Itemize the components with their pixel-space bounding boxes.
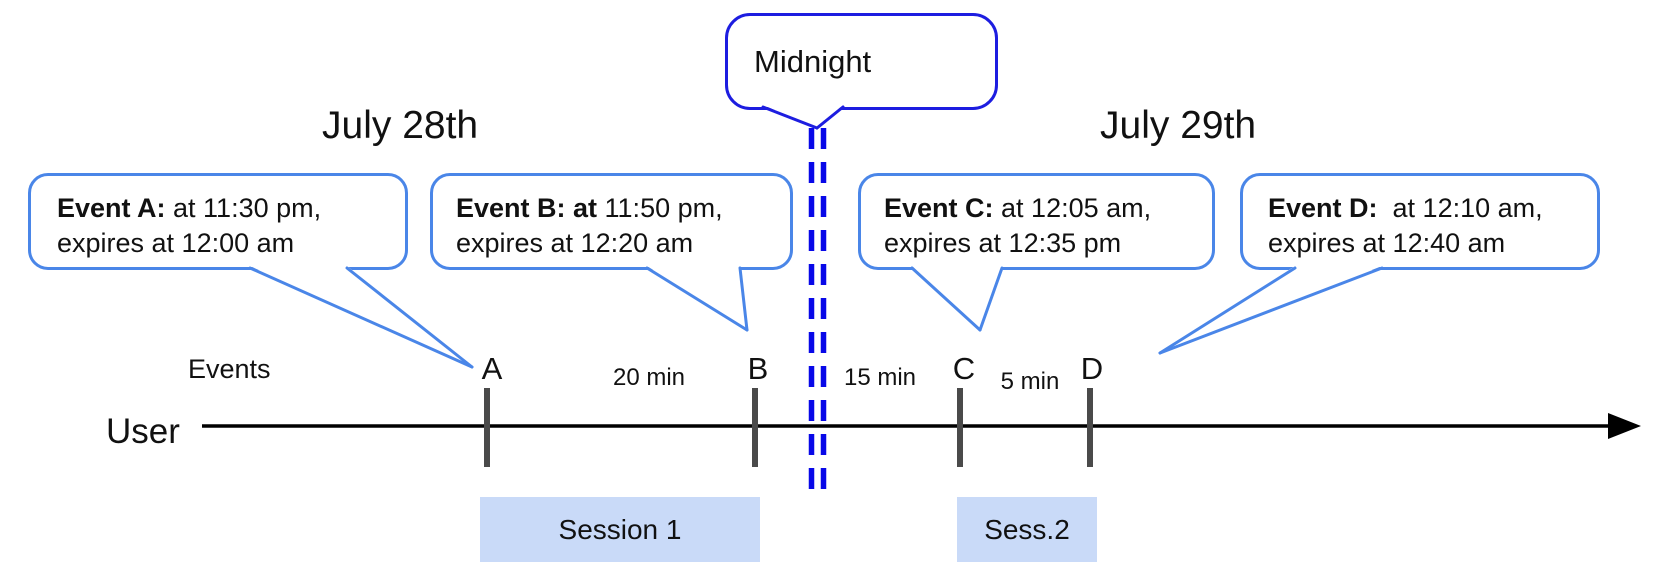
event-a-time: at 11:30 pm, xyxy=(165,193,322,223)
session-1-label: Session 1 xyxy=(558,513,682,545)
event-d-callout: Event D: at 12:10 am, expires at 12:40 a… xyxy=(1240,173,1600,270)
date-label-july-28: July 28th xyxy=(322,104,479,147)
event-b-callout: Event B: at 11:50 pm, expires at 12:20 a… xyxy=(430,173,793,270)
event-b-time: 11:50 pm, xyxy=(597,193,723,223)
event-a-callout: Event A: at 11:30 pm, expires at 12:00 a… xyxy=(28,173,408,270)
event-a-line1: Event A: at 11:30 pm, xyxy=(57,191,395,226)
user-row-label: User xyxy=(106,412,180,451)
tick-label-b: B xyxy=(747,351,769,386)
event-c-title: Event C: xyxy=(884,193,994,223)
event-a-callout-tail xyxy=(248,266,474,369)
tick-label-d: D xyxy=(1080,351,1104,386)
event-d-callout-tail xyxy=(1158,266,1384,355)
tick-label-c: C xyxy=(952,351,976,386)
date-label-july-29: July 29th xyxy=(1100,104,1257,147)
event-d-line2: expires at 12:40 am xyxy=(1268,228,1506,258)
session-2-box: Sess.2 xyxy=(957,497,1097,562)
interval-label-15min: 15 min xyxy=(843,364,917,391)
interval-label-5min: 5 min xyxy=(1000,368,1060,395)
event-b-callout-tail xyxy=(645,266,749,332)
event-b-line2: expires at 12:20 am xyxy=(456,228,694,258)
event-b-line1: Event B: at 11:50 pm, xyxy=(456,191,780,226)
midnight-dashed-line xyxy=(808,128,827,489)
event-c-callout-tail xyxy=(910,266,1004,332)
event-c-line1: Event C: at 12:05 am, xyxy=(884,191,1202,226)
event-d-title: Event D: xyxy=(1268,193,1378,223)
event-a-line2: expires at 12:00 am xyxy=(57,228,295,258)
user-timeline-arrow xyxy=(202,413,1641,439)
event-d-line1: Event D: at 12:10 am, xyxy=(1268,191,1587,226)
interval-label-20min: 20 min xyxy=(612,364,686,391)
arrowhead-icon xyxy=(1608,413,1641,439)
midnight-callout: Midnight xyxy=(725,13,998,110)
event-c-callout: Event C: at 12:05 am, expires at 12:35 p… xyxy=(858,173,1215,270)
tick-label-a: A xyxy=(481,351,503,386)
midnight-callout-label: Midnight xyxy=(754,43,872,79)
event-c-time: at 12:05 am, xyxy=(993,193,1152,223)
event-b-title: Event B: at xyxy=(456,193,598,223)
event-d-time: at 12:10 am, xyxy=(1377,193,1543,223)
event-tick-marks xyxy=(484,388,1093,467)
session-2-label: Sess.2 xyxy=(984,513,1070,545)
events-row-label: Events xyxy=(188,354,271,384)
event-c-line2: expires at 12:35 pm xyxy=(884,228,1122,258)
session-1-box: Session 1 xyxy=(480,497,760,562)
event-a-title: Event A: xyxy=(57,193,166,223)
